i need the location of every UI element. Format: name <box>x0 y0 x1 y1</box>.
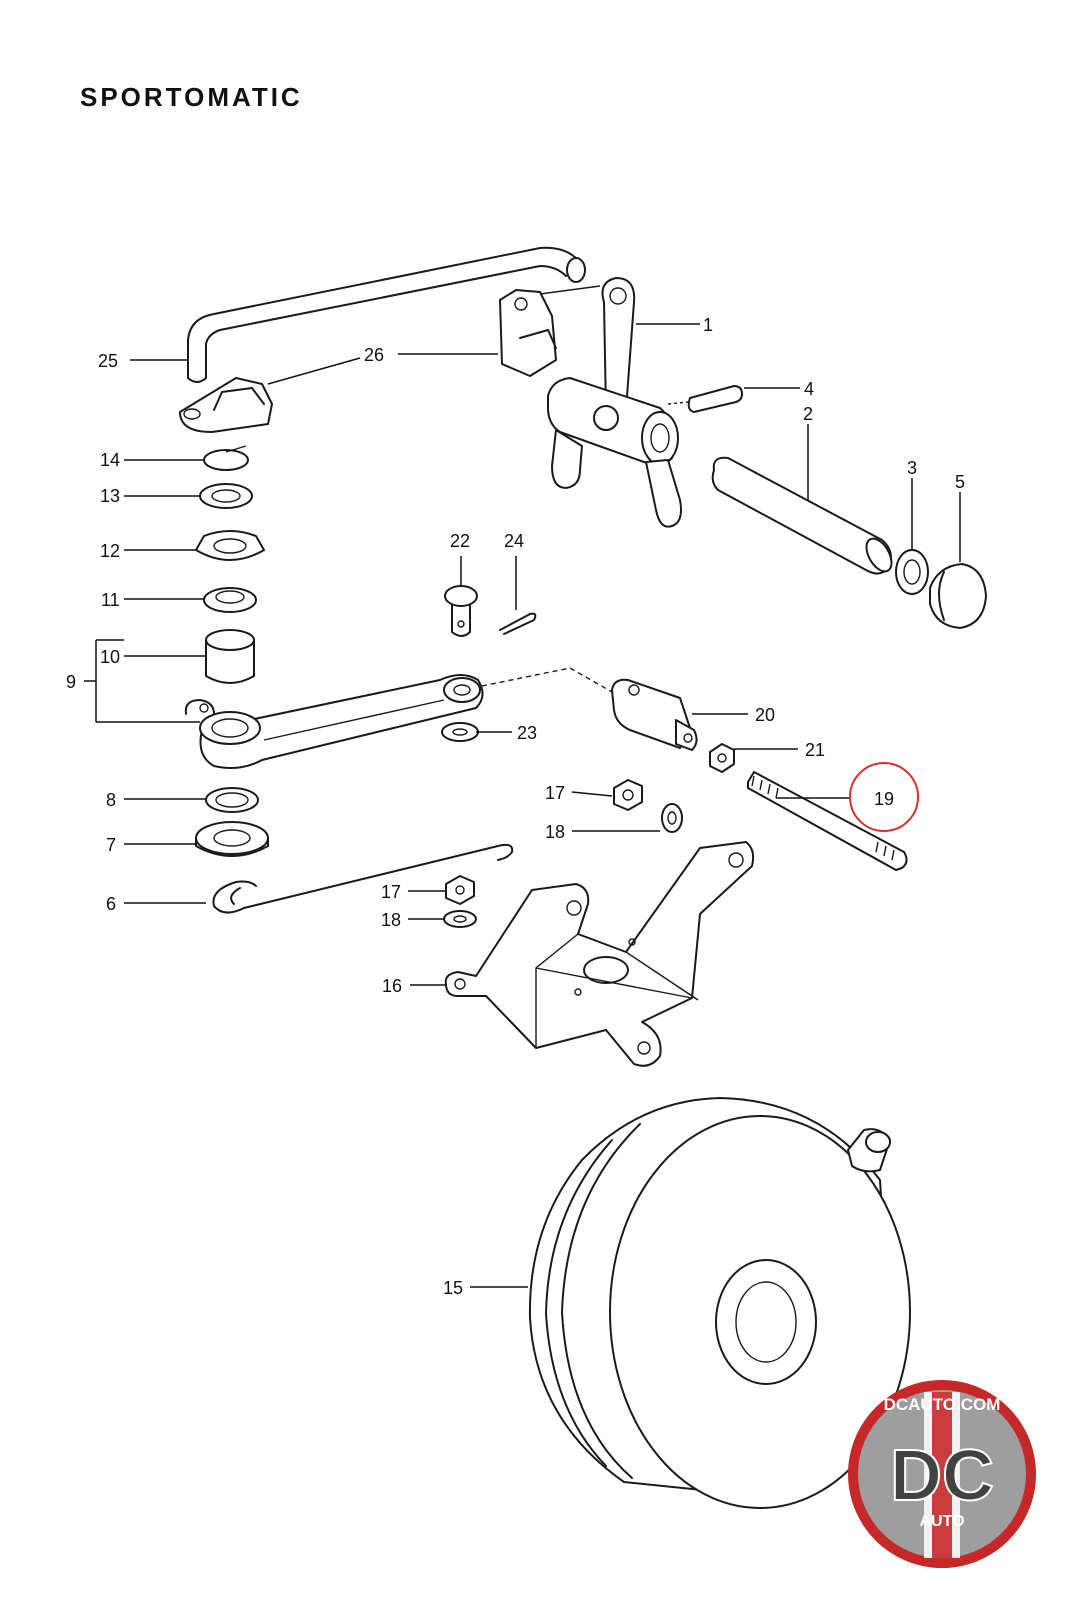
label-12: 12 <box>100 541 120 561</box>
part-26-clip-upper <box>499 289 557 377</box>
part-19-threaded-rod <box>747 771 908 871</box>
label-18-upper: 18 <box>545 822 565 842</box>
part-5-cap <box>929 563 987 629</box>
label-9: 9 <box>66 672 76 692</box>
label-26: 26 <box>364 345 384 365</box>
label-17-upper: 17 <box>545 783 565 803</box>
label-15: 15 <box>443 1278 463 1298</box>
label-7: 7 <box>106 835 116 855</box>
part-16-bracket <box>444 841 755 1067</box>
highlight-circle <box>849 762 919 832</box>
part-26-clip-lower <box>179 377 273 433</box>
part-20-clevis <box>611 678 698 751</box>
label-13: 13 <box>100 486 120 506</box>
part-10-bushing <box>205 629 255 684</box>
part-25-pipe <box>187 246 586 383</box>
part-3-ring <box>895 549 929 595</box>
part-labels: 1 2 3 4 5 6 7 8 9 10 11 12 13 14 15 16 1… <box>66 315 965 1298</box>
part-6-spring <box>212 843 514 914</box>
label-16: 16 <box>382 976 402 996</box>
part-17-nut-lower <box>445 875 475 905</box>
part-9-lever-arm <box>184 667 613 769</box>
logo-text-auto: AUTO <box>919 1513 964 1530</box>
label-6: 6 <box>106 894 116 914</box>
part-12-cup-washer <box>195 530 265 561</box>
label-21: 21 <box>805 740 825 760</box>
part-2-shaft <box>711 456 893 575</box>
label-14: 14 <box>100 450 120 470</box>
leader-lines <box>84 323 961 1288</box>
label-2: 2 <box>803 404 813 424</box>
diagram-title: SPORTOMATIC <box>80 82 303 112</box>
label-25: 25 <box>98 351 118 371</box>
part-4-pin <box>667 385 743 413</box>
label-22: 22 <box>450 531 470 551</box>
part-18-washer-upper <box>661 803 683 833</box>
part-11-seal-ring <box>203 587 257 613</box>
label-24: 24 <box>504 531 524 551</box>
label-17-lower: 17 <box>381 882 401 902</box>
logo-text-dc: DC <box>890 1436 994 1516</box>
label-10: 10 <box>100 647 120 667</box>
dcauto-logo: DCAUTO.COM DC AUTO <box>848 1380 1036 1568</box>
part-1-rocker-lever <box>539 277 682 528</box>
label-11: 11 <box>101 590 120 610</box>
part-17-nut-upper <box>613 779 643 811</box>
label-8: 8 <box>106 790 116 810</box>
part-23-washer <box>441 722 479 742</box>
part-7-bearing <box>195 821 269 857</box>
label-19: 19 <box>874 789 894 809</box>
part-15-torque-converter <box>528 1097 911 1509</box>
part-13-washer <box>199 483 253 509</box>
part-18-washer-lower <box>443 910 477 928</box>
label-5: 5 <box>955 472 965 492</box>
part-14-circlip <box>203 445 249 471</box>
label-3: 3 <box>907 458 917 478</box>
part-21-nut <box>709 743 735 773</box>
part-22-clevis-pin <box>444 585 478 637</box>
label-20: 20 <box>755 705 775 725</box>
part-24-cotter-pin <box>499 612 537 635</box>
logo-text-top: DCAUTO.COM <box>884 1395 1001 1414</box>
part-8-washer <box>205 787 259 813</box>
label-18-lower: 18 <box>381 910 401 930</box>
label-4: 4 <box>804 379 814 399</box>
label-1: 1 <box>703 315 713 335</box>
label-23: 23 <box>517 723 537 743</box>
